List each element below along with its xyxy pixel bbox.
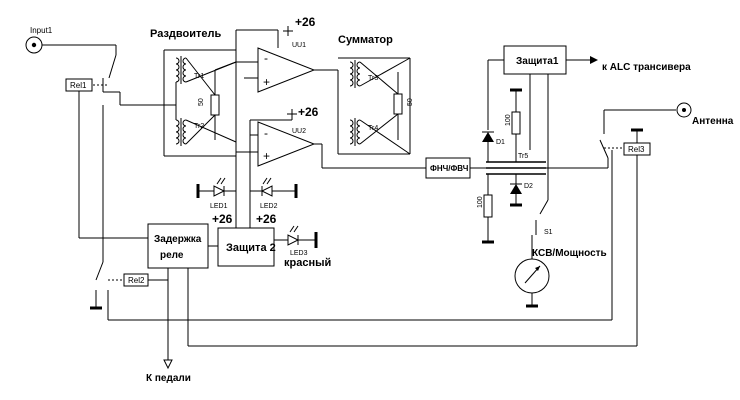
splitter-block [163, 49, 237, 157]
protection1-block [503, 45, 567, 75]
uu2-label: UU2 [292, 128, 306, 135]
pedal-arrow [163, 359, 173, 370]
led2 [260, 185, 273, 197]
s1-label: S1 [544, 229, 553, 236]
delay-relay-label-line1: Задержка [154, 234, 202, 245]
tr2-label: Tr2 [194, 123, 204, 130]
opamp-uu2 [257, 121, 316, 167]
led3-label: LED3 [290, 250, 308, 257]
protection2-label: Защита 2 [226, 242, 276, 254]
resistor-100-lower [483, 194, 493, 218]
delay-relay-block [147, 223, 209, 269]
uu2-minus: - [264, 126, 268, 140]
protection2-supply-a: +26 [212, 212, 233, 226]
uu1-supply-label: +26 [295, 15, 316, 29]
lpf-hpf-label: ФНЧ/ФВЧ [430, 164, 469, 173]
input-connector [25, 36, 116, 54]
rel2-label: Rel2 [128, 276, 145, 285]
splitter-title: Раздвоитель [150, 28, 221, 40]
uu1-label: UU1 [292, 42, 306, 49]
switch-s1 [539, 199, 549, 215]
led2-label: LED2 [260, 203, 278, 210]
delay-relay-label-line2: реле [160, 250, 184, 261]
uu2-plus: + [263, 149, 270, 163]
rel3-label: Rel3 [628, 145, 645, 154]
antenna-connector [676, 102, 692, 118]
combiner-title: Сумматор [338, 34, 393, 46]
tr3-label: Tr3 [368, 75, 378, 82]
uu2-supply-label: +26 [298, 105, 319, 119]
uu1-plus: + [263, 75, 270, 89]
led3-color-label: красный [284, 257, 331, 269]
combiner-block [337, 57, 411, 155]
r100-lower-label: 100 [477, 196, 484, 208]
swr-meter [514, 258, 550, 294]
protection2-block [217, 227, 275, 267]
input-label: Input1 [30, 26, 53, 35]
tr5-current-transformer [486, 161, 608, 175]
tr5-label: Tr5 [518, 153, 528, 160]
protection2-supply-b: +26 [256, 212, 277, 226]
rel1-label: Rel1 [70, 81, 87, 90]
r100-upper-label: 100 [505, 114, 512, 126]
splitter-resistor-label: 50 [198, 98, 205, 106]
tr1-label: Tr1 [194, 73, 204, 80]
relay-rel1-switch [93, 45, 164, 106]
opamp-uu1 [257, 47, 316, 93]
led3 [287, 234, 300, 246]
d1-label: D1 [496, 139, 505, 146]
led1-label: LED1 [210, 203, 228, 210]
antenna-label: Антенна [692, 116, 734, 127]
d2-label: D2 [524, 183, 533, 190]
protection1-label: Защита1 [516, 56, 559, 67]
diode-d1 [482, 132, 494, 142]
combiner-resistor-label: 50 [407, 98, 414, 106]
uu1-minus: - [264, 51, 268, 65]
resistor-100-upper [511, 111, 521, 135]
tr4-label: Tr4 [368, 125, 378, 132]
alc-label: к ALC трансивера [602, 62, 691, 73]
diode-d2 [510, 184, 522, 194]
pedal-label: К педали [146, 373, 191, 384]
led1 [213, 185, 226, 197]
swr-label: КСВ/Мощность [532, 248, 607, 259]
